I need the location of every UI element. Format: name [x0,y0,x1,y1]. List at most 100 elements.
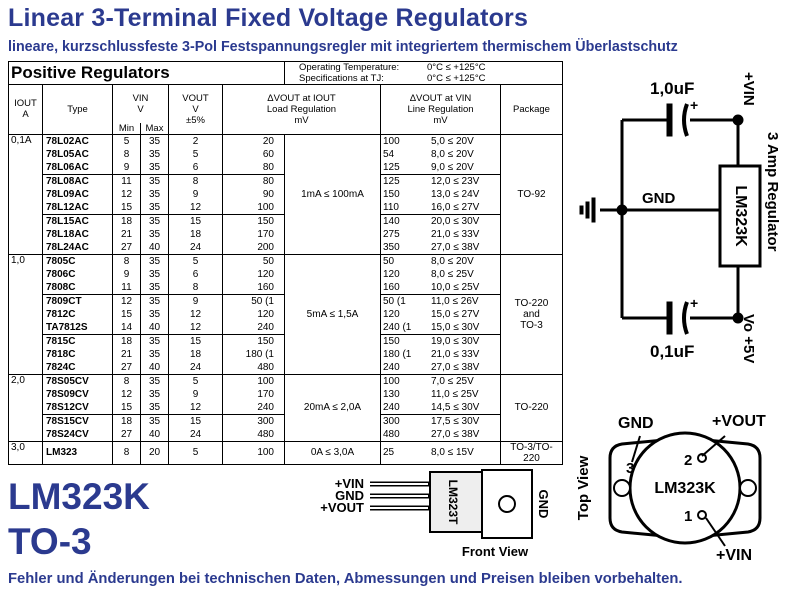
min-value: 18 [120,335,133,347]
temperature-spec: Operating Temperature: 0°C ≤ +125°C Spec… [284,61,563,85]
iout-cell: 0,1A [8,133,43,255]
junction-vin [732,114,744,126]
top-cap-plate-right [682,103,689,137]
type-value: 78S15CV [46,415,89,427]
line-row: 125 9,0 ≤ 20V [383,161,498,174]
to220-pin-vin: +VIN [335,476,364,491]
iout-cell: 3,0 [8,440,43,465]
vout-value: 9 [192,295,199,307]
vout-value: 6 [192,268,199,280]
to3-top-view: GND +VOUT +VIN 2 1 3 LM323K Top View [575,413,766,564]
vout-value: 9 [192,388,199,400]
line-value: 180 (1 [383,348,412,360]
vout-value: 12 [189,401,202,413]
to3-mount-hole-left [613,479,631,497]
type-value: TA7812S [46,321,88,333]
to3-vout-label: +VOUT [712,413,766,430]
max-value: 35 [148,268,161,280]
to3-view-label: Top View [575,455,592,520]
type-value: 7818C [46,348,76,360]
earth-bar-1 [591,197,596,223]
junction-vout [732,312,744,324]
load-value: 80 [262,161,274,173]
line-value: 50 (1 [383,295,406,307]
col-line-text: ΔVOUT at VIN [409,92,472,104]
max-value: 35 [148,335,161,347]
type-value: 78L05AC [46,148,89,160]
spec-value: 0°C ≤ +125°C [427,73,486,84]
col-header-load: ΔVOUT at IOUT Load Regulation mV [222,84,381,135]
col-vout-tol: ±5% [186,114,205,126]
vout-value: 15 [189,335,202,347]
vin-label: +VIN [740,72,757,106]
load-value: 60 [262,148,274,160]
cell-type: LM323 [42,440,113,465]
col-header-vin: VIN V [112,84,169,123]
to3-mount-hole-right [739,479,757,497]
line-value: 125 [383,161,400,173]
load-value: 180 (1 [245,348,274,360]
vin-range-value: 11,0 ≤ 25V [431,388,479,400]
line-value: 125 [383,175,400,187]
col-iout-unit: A [22,109,29,121]
schematic-diagram: LM323K 1,0uF + + 0,1uF GND +VIN Vo +5V 3… [579,72,781,363]
vout-value: 5 [192,447,199,458]
top-cap-plate-left [666,103,673,137]
min-value: 8 [123,375,130,387]
load-value: 480 [257,428,274,440]
page-title: Linear 3-Terminal Fixed Voltage Regulato… [8,4,529,32]
to220-pin-vout: +VOUT [320,500,364,515]
cell-min: 8 [112,440,141,465]
vin-range-value: 10,0 ≤ 25V [431,281,480,293]
to220-pins-inner [370,483,428,509]
vin-range-value: 15,0 ≤ 27V [431,308,480,320]
vout-value: 5 [192,255,199,267]
line-value: 100 [383,375,400,387]
vin-range-value: 15,0 ≤ 30V [431,321,480,333]
max-value: 35 [148,135,161,147]
type-value: 7812C [46,308,76,320]
max-value: 35 [148,308,161,320]
min-value: 21 [120,348,133,360]
to3-vin-label: +VIN [716,547,752,564]
load-value: 240 [257,321,274,333]
line-value: 120 [383,308,400,320]
max-value: 35 [148,175,161,187]
min-value: 27 [120,428,133,440]
vin-range-value: 8,0 ≤ 15V [431,447,474,458]
table-heading: Positive Regulators [8,61,285,85]
load-value: 20 [262,135,274,147]
vin-range-value: 27,0 ≤ 38V [431,241,480,253]
vin-range-value: 9,0 ≤ 20V [431,161,474,173]
min-value: 14 [120,321,133,333]
line-value: 150 [383,335,400,347]
max-value: 35 [148,375,161,387]
load-value: 170 [257,388,274,400]
col-line-unit: mV [433,114,448,126]
min-value: 27 [120,241,133,253]
